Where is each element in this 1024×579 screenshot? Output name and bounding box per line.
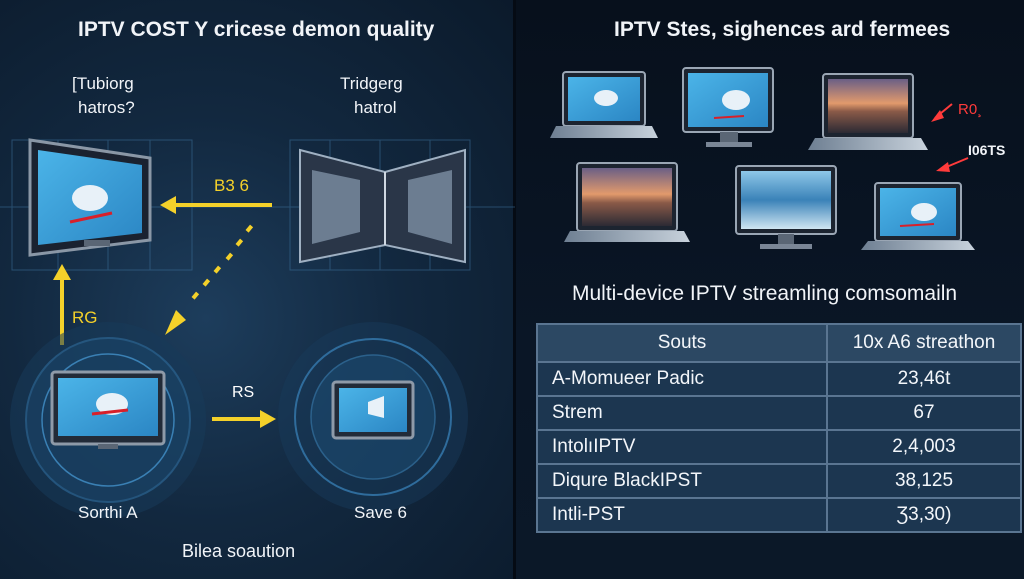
table-title: Multi-device IPTV streamling comsomailn	[572, 282, 958, 305]
device-label-left: Sorthi A	[78, 503, 138, 522]
flow-arrows	[53, 196, 276, 428]
table-header-row: Souts 10x A6 streathon	[536, 323, 1022, 363]
label-top-right-line2: hatrol	[354, 98, 397, 117]
label-top-right-line1: Tridgerg	[340, 74, 403, 93]
monitor-2	[735, 165, 837, 249]
arrow-label-bottom: RS	[232, 384, 255, 401]
table-row: Diqure BlackIPST 38,125	[536, 463, 1022, 499]
red-pointers	[931, 103, 969, 172]
cell-value: 23,46t	[826, 361, 1022, 397]
cell-name: Strem	[536, 395, 828, 431]
cell-name: IntolıIPTV	[536, 429, 828, 465]
table-row: IntolıIPTV 2,4,003	[536, 429, 1022, 465]
right-title: IPTV Stes, sighences ard fermees	[614, 18, 951, 41]
cell-value: 38,125	[826, 463, 1022, 499]
cell-value: Ʒ3,30)	[826, 497, 1022, 533]
cell-value: 2,4,003	[826, 429, 1022, 465]
left-footer: Bilea soaution	[182, 541, 296, 561]
server-cabinet	[299, 148, 466, 264]
cell-name: Diqure BlackIPST	[536, 463, 828, 499]
arrow-label-left: RG	[72, 308, 98, 327]
laptop-4	[861, 182, 975, 250]
cell-value: 67	[826, 395, 1022, 431]
table-row: Intli-PST Ʒ3,30)	[536, 497, 1022, 533]
comparison-table: Souts 10x A6 streathon A-Momueer Padic 2…	[536, 323, 1022, 533]
device-label-right: Save 6	[354, 503, 407, 522]
label-top-left-line1: [Tubiorg	[72, 74, 134, 93]
laptop-2	[808, 73, 928, 150]
label-ictts: I06TS	[968, 142, 1006, 158]
monitor-1	[682, 67, 774, 147]
header-col-2: 10x A6 streathon	[826, 323, 1022, 363]
device-circle-left	[10, 322, 206, 518]
label-r0: R0¸	[958, 101, 983, 118]
left-title: IPTV COST Y cricese demon quality	[78, 18, 435, 41]
header-col-1: Souts	[536, 323, 828, 363]
large-tv	[28, 138, 152, 257]
cell-name: A-Momueer Padic	[536, 361, 828, 397]
laptop-1	[550, 71, 658, 138]
panel-divider	[513, 0, 516, 579]
table-row: Strem 67	[536, 395, 1022, 431]
device-circle-right	[278, 322, 468, 512]
arrow-label-top: B3 6	[214, 176, 249, 195]
label-top-left-line2: hatros?	[78, 98, 135, 117]
cell-name: Intli-PST	[536, 497, 828, 533]
laptop-3	[564, 162, 690, 242]
table-row: A-Momueer Padic 23,46t	[536, 361, 1022, 397]
